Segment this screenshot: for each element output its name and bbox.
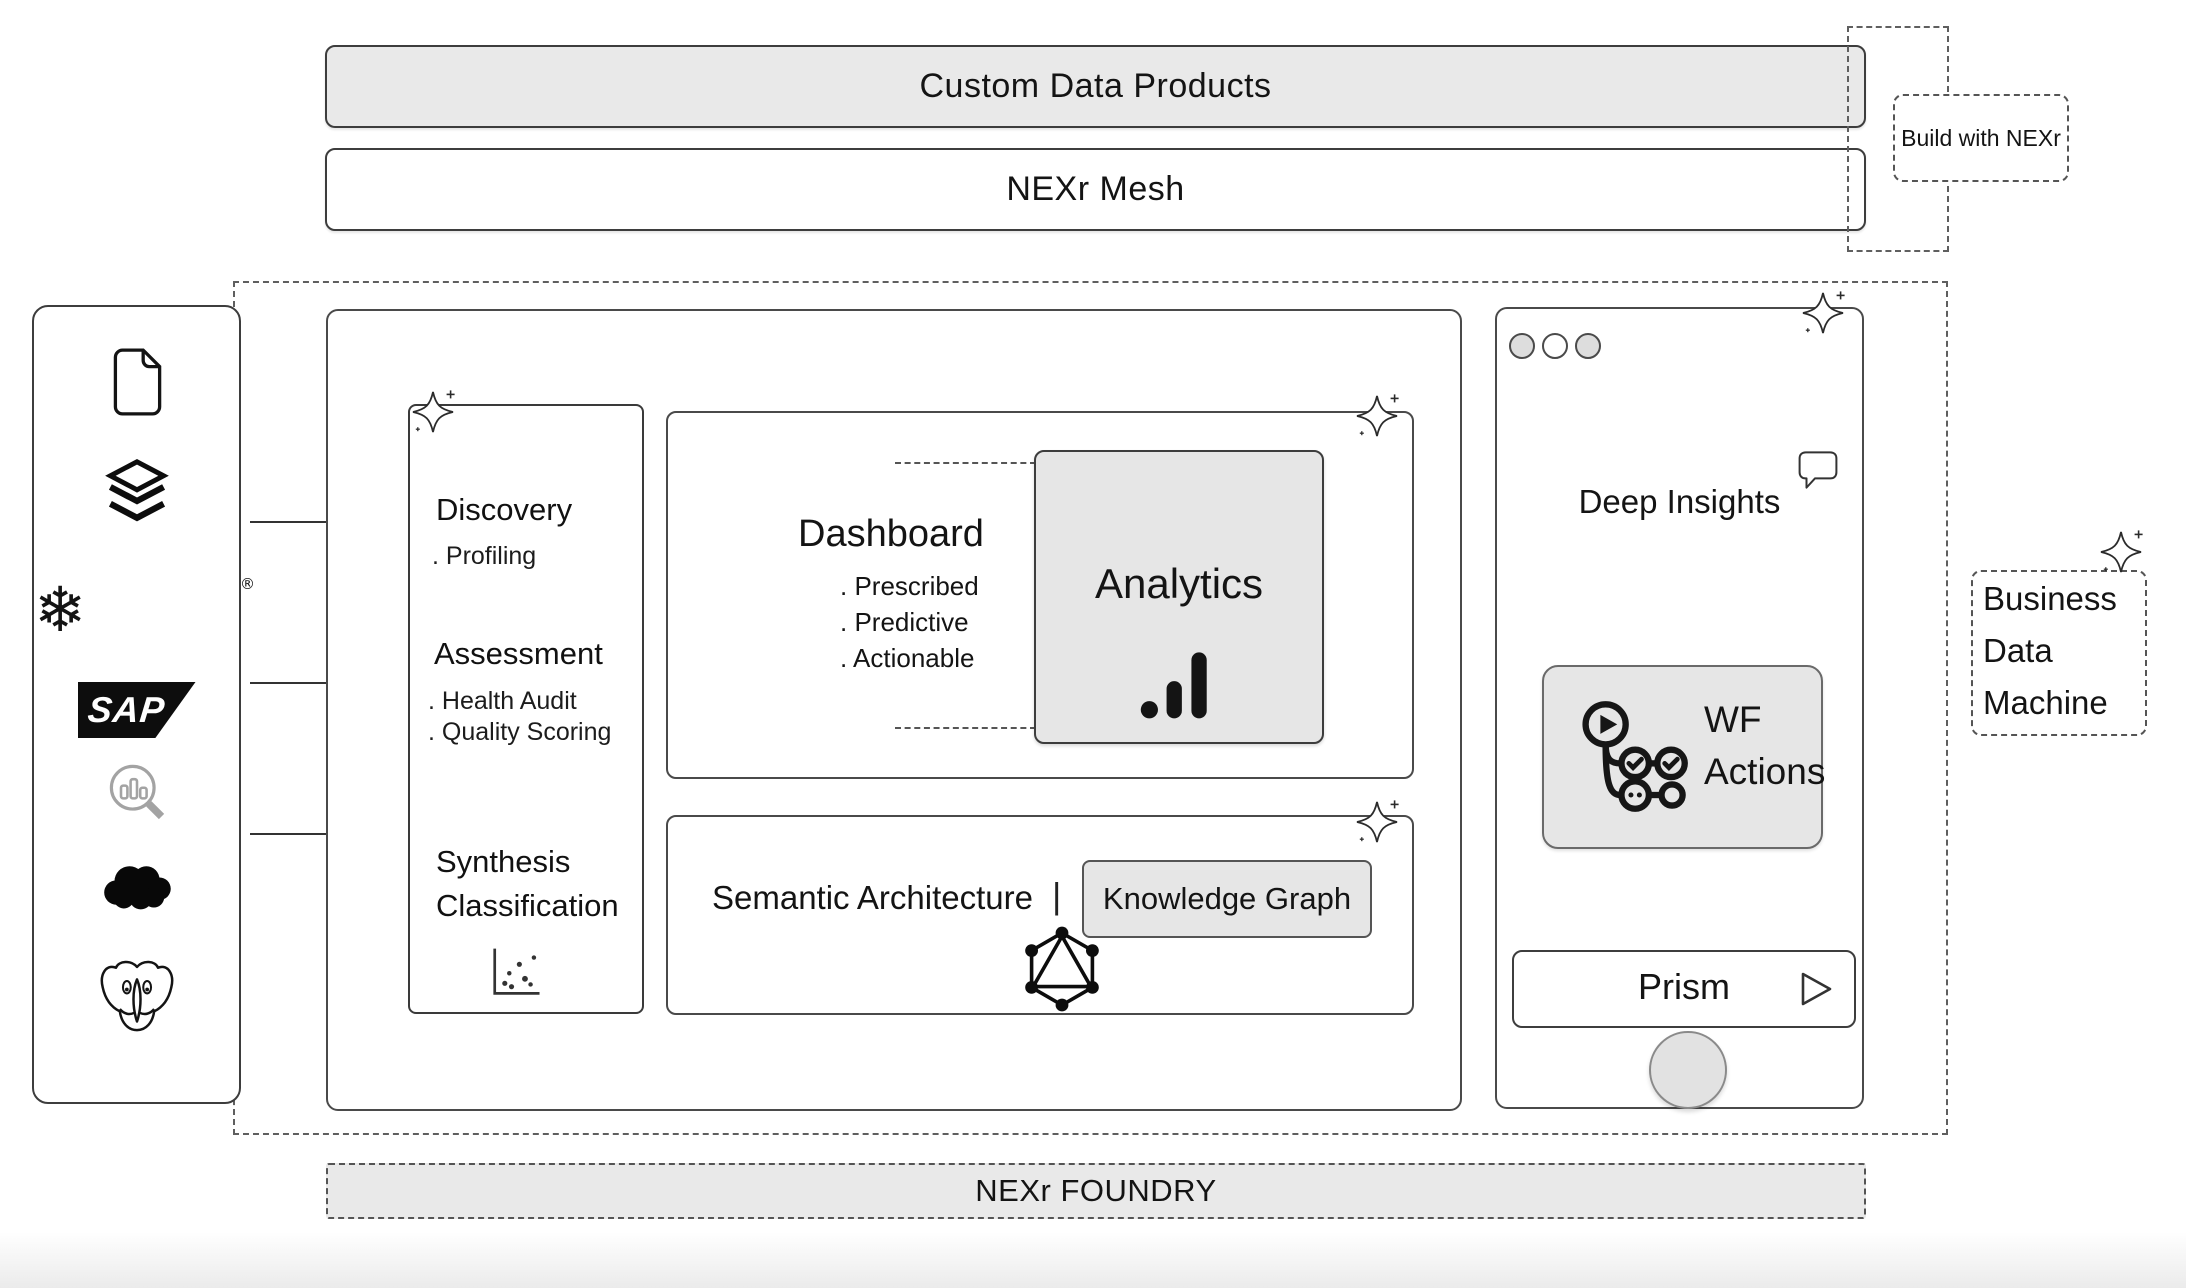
sap-logo-text: SAP <box>85 689 167 730</box>
business-data-machine-box: Business Data Machine <box>1971 570 2147 736</box>
analytics-label: Analytics <box>1094 560 1264 607</box>
custom-data-products-label: Custom Data Products <box>919 67 1272 105</box>
analytics-box: Analytics <box>1034 450 1324 744</box>
custom-data-products-bar: Custom Data Products <box>325 45 1866 128</box>
window-dot <box>1509 333 1535 359</box>
workflow-icon <box>1574 695 1690 822</box>
snowflake-icon: ❄® <box>34 575 255 641</box>
separator: | <box>1052 875 1062 916</box>
semantic-panel: Semantic Architecture | Knowledge Graph <box>666 815 1414 1015</box>
dashboard-item: . Actionable <box>840 643 975 673</box>
build-with-nexr-label: Build with NEXr <box>1901 124 2061 151</box>
sparkle-icon <box>1799 289 1847 342</box>
sparkle-icon <box>409 388 457 441</box>
sparkle-icon <box>1353 798 1401 851</box>
nexr-foundry-label: NEXr FOUNDRY <box>975 1173 1217 1208</box>
scatter-plot-icon <box>488 944 544 1003</box>
synthesis-title-line2: Classification <box>436 888 619 923</box>
pipeline-panel: Discovery . Profiling Assessment . Healt… <box>408 404 644 1014</box>
knowledge-graph-label: Knowledge Graph <box>1102 881 1352 916</box>
build-with-nexr-box: Build with NEXr <box>1893 94 2069 182</box>
window-dots <box>1509 333 1601 359</box>
window-dot <box>1542 333 1568 359</box>
sparkle-icon <box>2097 528 2145 581</box>
nexr-mesh-bar: NEXr Mesh <box>325 148 1866 231</box>
sparkle-icon <box>1353 392 1401 445</box>
insights-panel: Deep Insights WF Actions Prism <box>1495 307 1864 1109</box>
analytics-bars-icon <box>1136 644 1222 727</box>
assessment-item: . Health Audit <box>428 687 577 715</box>
databricks-icon <box>102 457 172 536</box>
dashboard-item: . Prescribed <box>840 571 979 601</box>
bdm-line3: Machine <box>1983 684 2108 721</box>
discovery-title: Discovery <box>436 492 573 527</box>
dashboard-title: Dashboard <box>798 513 984 555</box>
prism-label: Prism <box>1638 966 1730 1007</box>
sap-icon: SAP <box>77 682 196 738</box>
bdm-line1: Business <box>1983 580 2117 617</box>
wf-label-line1: WF <box>1704 699 1762 740</box>
footer-gradient <box>0 1232 2186 1288</box>
deep-insights-title: Deep Insights <box>1578 483 1781 520</box>
home-button <box>1649 1031 1727 1109</box>
synthesis-title-line1: Synthesis <box>436 844 571 879</box>
dashboard-panel: Dashboard . Prescribed . Predictive . Ac… <box>666 411 1414 779</box>
data-search-icon <box>105 760 169 829</box>
document-icon <box>108 345 166 422</box>
knowledge-graph-box: Knowledge Graph <box>1082 860 1372 938</box>
data-sources-sidebar: ❄® SAP <box>32 305 255 1104</box>
graph-icon <box>1022 925 1102 1018</box>
wf-actions-box: WF Actions <box>1542 665 1826 849</box>
salesforce-icon <box>97 855 177 920</box>
nexr-mesh-label: NEXr Mesh <box>1006 170 1185 208</box>
semantic-title: Semantic Architecture <box>712 879 1033 916</box>
discovery-item: . Profiling <box>432 542 537 570</box>
nexr-foundry-bar: NEXr FOUNDRY <box>326 1163 1866 1219</box>
prism-box: Prism <box>1512 950 1856 1028</box>
wf-label-line2: Actions <box>1704 751 1826 792</box>
dashboard-item: . Predictive <box>840 607 969 637</box>
bdm-line2: Data <box>1983 632 2053 669</box>
postgresql-icon <box>98 955 176 1040</box>
assessment-title: Assessment <box>434 636 603 671</box>
chat-bubble-icon <box>1795 444 1841 501</box>
snowflake-registered-mark: ® <box>240 575 255 593</box>
snowflake-glyph: ❄ <box>34 573 86 646</box>
assessment-item: . Quality Scoring <box>428 718 612 746</box>
play-icon <box>1796 967 1836 1016</box>
window-dot <box>1575 333 1601 359</box>
